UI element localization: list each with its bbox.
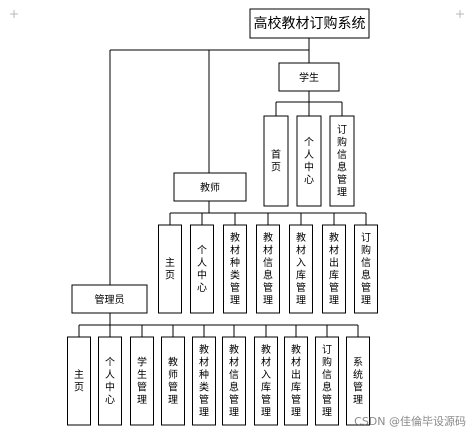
crop-mark-top-left xyxy=(10,10,18,18)
admin-leaf-node: 教师管理 xyxy=(161,336,185,426)
admin-leaf-label: 教材出库管理 xyxy=(291,343,301,419)
teacher-function-list: 主页 个人中心 教材种类管理 教材信息管理 教材入库管理 教材出库管理 订购信息管理 xyxy=(158,224,378,314)
admin-leaf-node: 教材种类管理 xyxy=(192,336,216,426)
admin-node: 管理员 xyxy=(71,284,148,314)
student-node: 学生 xyxy=(278,62,340,92)
teacher-label: 教师 xyxy=(200,181,220,194)
student-label: 学生 xyxy=(299,71,319,84)
admin-leaf-node: 教材入库管理 xyxy=(254,336,278,426)
teacher-leaf-node: 教材入库管理 xyxy=(289,224,313,314)
teacher-leaf-label: 主页 xyxy=(165,257,175,282)
crop-mark-top-right xyxy=(456,10,464,18)
admin-leaf-label: 教师管理 xyxy=(168,356,178,407)
teacher-leaf-label: 教材种类管理 xyxy=(230,231,240,307)
teacher-leaf-node: 教材种类管理 xyxy=(223,224,247,314)
teacher-leaf-label: 订购信息管理 xyxy=(361,232,371,307)
admin-leaf-label: 系统管理 xyxy=(353,357,363,407)
teacher-leaf-node: 教材信息管理 xyxy=(256,224,280,314)
student-function-list: 首页 个人中心 订购信息管理 xyxy=(263,115,355,207)
admin-function-list: 主页 个人中心 学生管理 教师管理 教材种类管理 教材信息管理 教材入库管理 教材出库管理 订购… xyxy=(67,336,370,426)
admin-leaf-node: 系统管理 xyxy=(346,336,370,426)
teacher-node: 教师 xyxy=(173,172,247,202)
teacher-leaf-label: 教材信息管理 xyxy=(263,231,273,307)
admin-leaf-label: 教材种类管理 xyxy=(199,343,209,419)
teacher-leaf-label: 教材出库管理 xyxy=(329,231,339,307)
student-leaf-label: 首页 xyxy=(271,148,281,174)
admin-leaf-node: 学生管理 xyxy=(130,336,154,426)
csdn-watermark: CSDN @佳倫毕设源码 xyxy=(354,414,466,428)
admin-leaf-node: 教材出库管理 xyxy=(284,336,308,426)
admin-leaf-node: 主页 xyxy=(67,336,91,426)
student-leaf-node: 首页 xyxy=(263,115,289,207)
teacher-leaf-label: 教材入库管理 xyxy=(296,231,306,307)
student-leaf-label: 订购信息管理 xyxy=(337,124,347,199)
teacher-leaf-node: 教材出库管理 xyxy=(322,224,346,314)
admin-leaf-node: 个人中心 xyxy=(98,336,122,426)
admin-leaf-node: 教材信息管理 xyxy=(222,336,246,426)
connector-lines xyxy=(78,38,367,337)
admin-leaf-label: 订购信息管理 xyxy=(322,344,332,419)
admin-leaf-label: 个人中心 xyxy=(105,357,115,407)
student-leaf-node: 个人中心 xyxy=(296,115,322,207)
admin-leaf-label: 学生管理 xyxy=(137,356,147,407)
diagram-title: 高校教材订购系统 xyxy=(254,15,366,32)
student-leaf-node: 订购信息管理 xyxy=(329,115,355,207)
admin-leaf-label: 教材入库管理 xyxy=(261,343,271,419)
teacher-leaf-label: 个人中心 xyxy=(197,245,207,295)
admin-leaf-node: 订购信息管理 xyxy=(315,336,339,426)
teacher-leaf-node: 主页 xyxy=(158,224,182,314)
admin-label: 管理员 xyxy=(95,293,125,306)
teacher-leaf-node: 个人中心 xyxy=(190,224,214,314)
admin-leaf-label: 教材信息管理 xyxy=(229,343,239,419)
admin-leaf-label: 主页 xyxy=(74,369,84,394)
title-node: 高校教材订购系统 xyxy=(249,8,370,39)
teacher-leaf-node: 订购信息管理 xyxy=(354,224,378,314)
student-leaf-label: 个人中心 xyxy=(304,137,314,187)
